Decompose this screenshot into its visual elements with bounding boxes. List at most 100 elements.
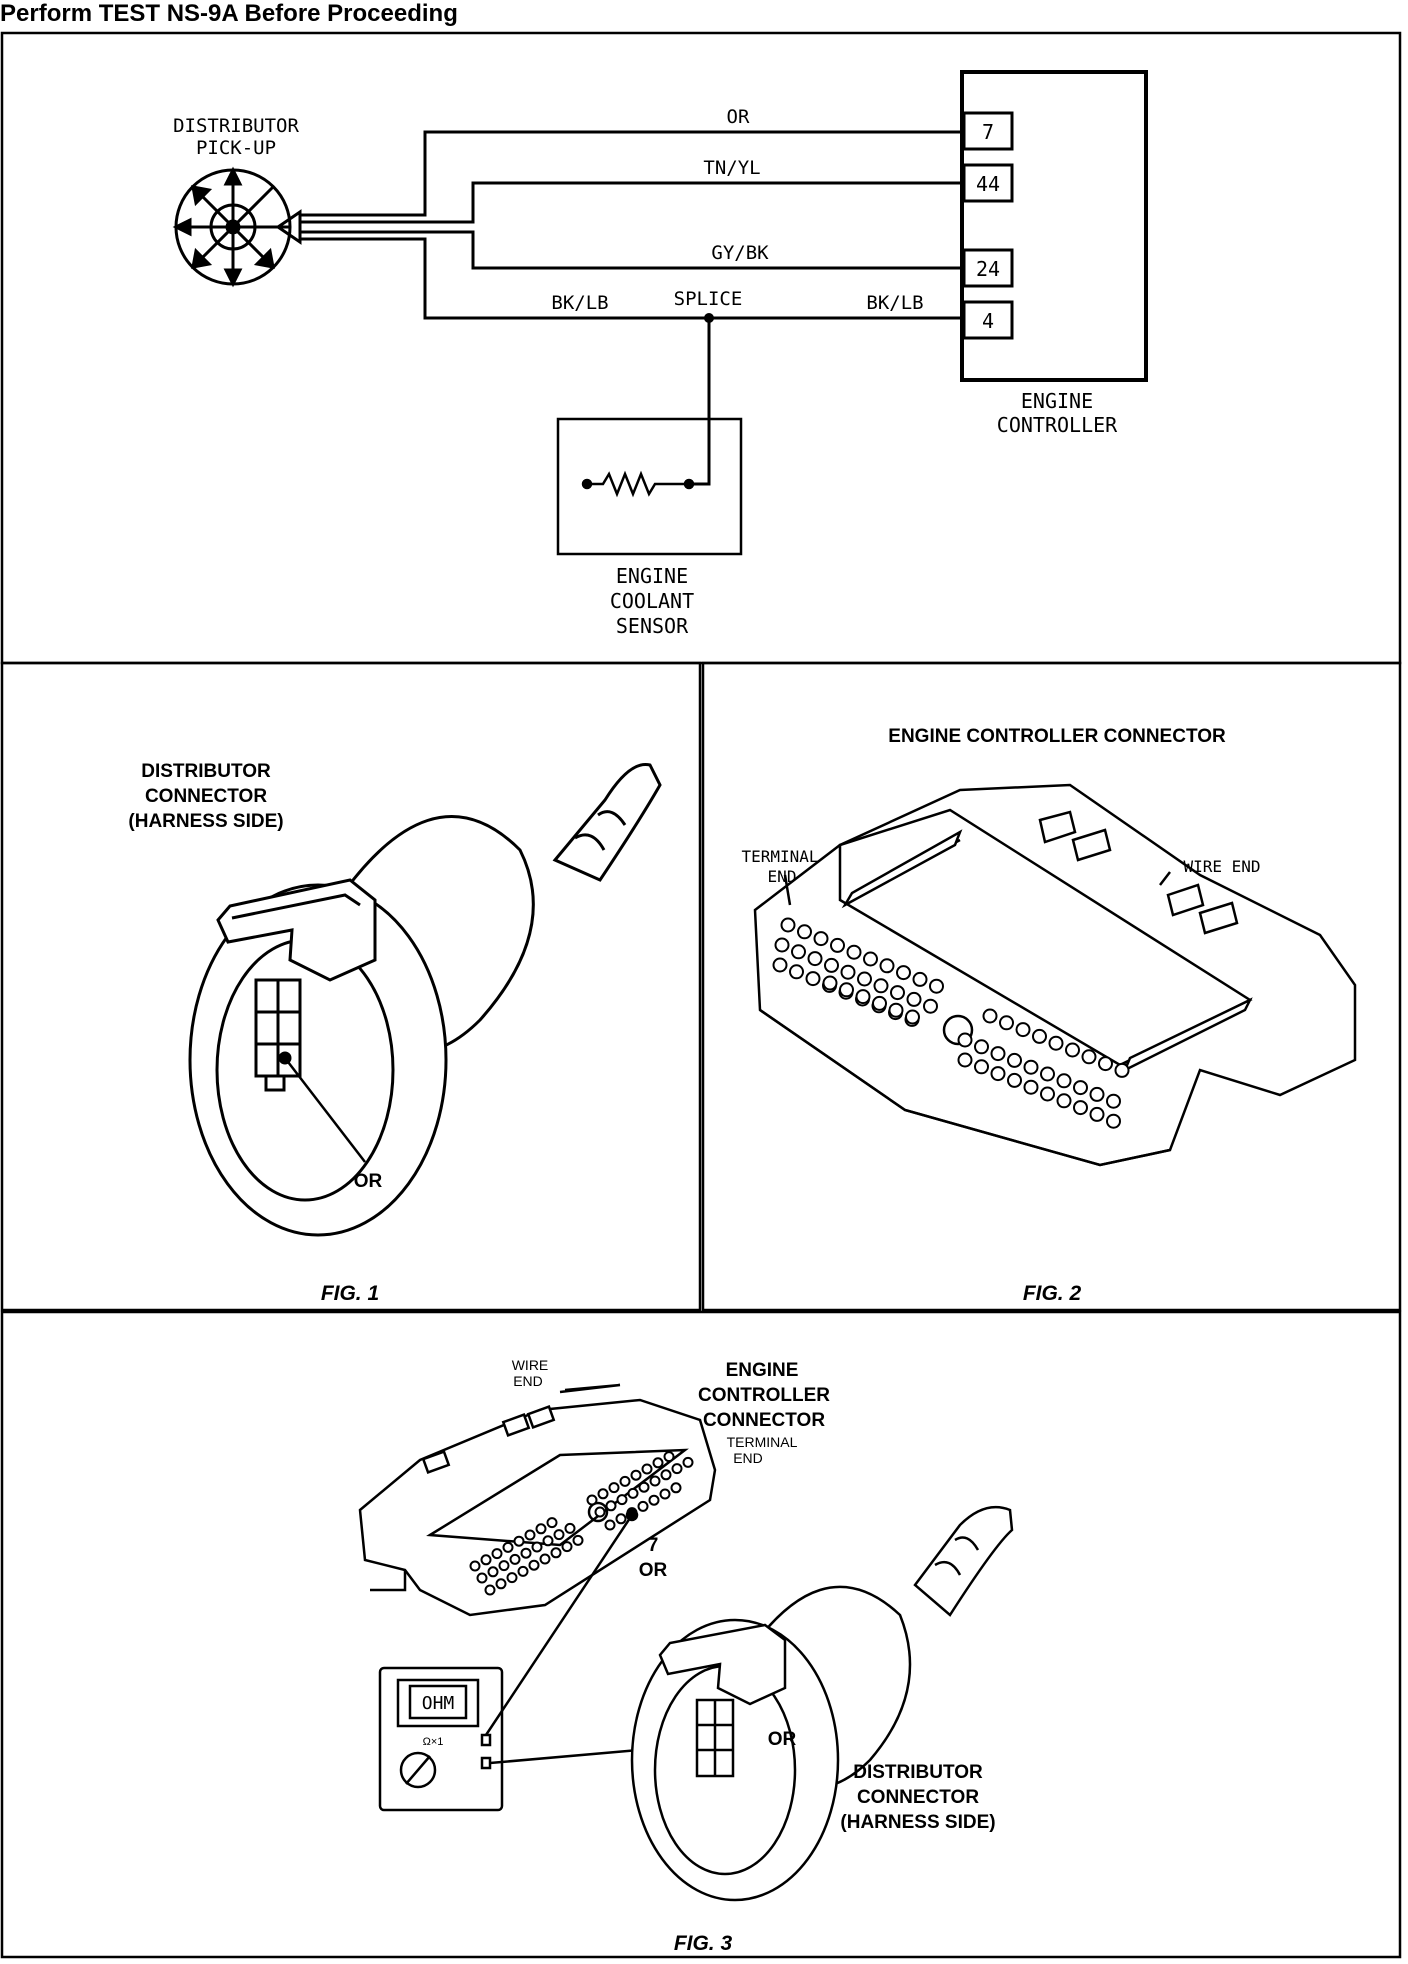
- fig3-pin-hole: [535, 1523, 547, 1535]
- fig3-pin-hole: [491, 1548, 503, 1560]
- fig2-pin-hole: [807, 951, 823, 967]
- fig2-pin-hole: [923, 998, 938, 1014]
- fig2-pin-hole: [1089, 1106, 1105, 1122]
- fig3-pin-hole: [480, 1554, 492, 1566]
- fig3-dist-callout: OR: [768, 1729, 797, 1750]
- fig3-pin-hole: [641, 1463, 653, 1475]
- fig3-pin-hole: [597, 1488, 609, 1500]
- pin-box-24: [962, 248, 1014, 288]
- fig2-pin-hole: [855, 989, 871, 1005]
- controller-label-line1: ENGINE: [1021, 389, 1093, 413]
- wire-label-bk-lb-left: BK/LB: [551, 292, 608, 314]
- fig3-pin-hole: [520, 1547, 532, 1559]
- fig2-pin-field: [772, 917, 1130, 1129]
- fig3-pin-hole: [495, 1578, 507, 1590]
- fig2-pin-hole: [1089, 1086, 1105, 1102]
- fig2-pin-hole: [1007, 1052, 1022, 1068]
- fig2-pin-hole: [929, 978, 944, 994]
- fig3-pin-hole: [652, 1457, 664, 1469]
- fig3-pin-hole: [564, 1522, 576, 1534]
- fig3-pin-hole: [649, 1475, 661, 1487]
- fig2-pin-hole: [805, 971, 821, 987]
- pickup-label-line1: DISTRIBUTOR: [173, 115, 299, 137]
- fig2-pin-hole: [1007, 1072, 1022, 1088]
- fig3-pin-hole: [546, 1517, 558, 1529]
- fig2-pin-hole: [1106, 1113, 1121, 1129]
- fig2-pin-hole: [780, 917, 796, 933]
- fig2-pin-hole: [774, 937, 790, 953]
- fig3-caption: FIG. 3: [674, 1932, 733, 1955]
- wiring-schematic: DISTRIBUTOR PICK-UP OR TN/YL GY/BK BK/LB…: [172, 70, 1148, 638]
- fig3-pin-hole: [542, 1535, 554, 1547]
- fig3-pin-hole: [619, 1475, 631, 1487]
- fig3-pin-hole: [594, 1506, 606, 1518]
- fig2-pin-hole: [1048, 1035, 1064, 1051]
- fig3-pin-hole: [498, 1560, 510, 1572]
- pin-box-44: [962, 163, 1014, 203]
- fig2-pin-hole: [830, 937, 845, 953]
- fig3-controller-connector: [358, 1383, 717, 1617]
- fig2-title: ENGINE CONTROLLER CONNECTOR: [888, 726, 1226, 747]
- fig3-pin-hole: [506, 1572, 518, 1584]
- fig2-pin-hole: [906, 991, 922, 1007]
- pin-label-24: 24: [976, 257, 1000, 281]
- fig2-pin-hole: [1032, 1028, 1047, 1044]
- fig3-pin-hole: [659, 1488, 671, 1500]
- fig2-pin-hole: [789, 964, 804, 980]
- wire-sensor: [689, 318, 711, 486]
- fig2-pin-hole: [857, 971, 872, 987]
- fig3-pin-hole: [627, 1487, 639, 1499]
- fig2-pin-hole: [1081, 1049, 1097, 1065]
- wire-bk-lb: [318, 237, 962, 320]
- page-title: Perform TEST NS-9A Before Proceeding: [0, 0, 458, 27]
- fig3-pin-hole: [502, 1541, 514, 1553]
- fig2-pin-hole: [912, 971, 928, 987]
- fig3-pin-hole: [476, 1572, 488, 1584]
- fig3-pin-hole: [605, 1500, 617, 1512]
- wire-gy-bk: [318, 230, 962, 270]
- fig2-pin-hole: [872, 995, 887, 1011]
- fig1-title-line2: CONNECTOR: [145, 786, 267, 807]
- fig3-pin-hole: [524, 1529, 536, 1541]
- fig3-wire-line2: END: [513, 1373, 543, 1389]
- fig2-pin-hole: [824, 957, 839, 973]
- fig2-pin-hole: [888, 1002, 904, 1018]
- fig2-pin-hole: [1040, 1086, 1055, 1102]
- fig1-title-line1: DISTRIBUTOR: [141, 761, 271, 782]
- fig2-pin-hole: [1040, 1066, 1055, 1082]
- fig3-pin-hole: [539, 1553, 551, 1565]
- pickup-label-line2: PICK-UP: [196, 137, 276, 159]
- fig2-pin-hole: [974, 1059, 989, 1075]
- fig3-pin-hole: [553, 1529, 565, 1541]
- fig3-pin-wire: OR: [639, 1560, 668, 1581]
- pin-label-44: 44: [976, 172, 1000, 196]
- coolant-sensor-box: [556, 417, 743, 556]
- fig2-pin-hole: [1114, 1062, 1130, 1078]
- fig2-pin-hole: [1023, 1059, 1039, 1075]
- fig1-title-line3: (HARNESS SIDE): [128, 811, 283, 832]
- fig2-pin-hole: [1056, 1073, 1072, 1089]
- fig1-distributor-connector: [188, 762, 662, 1237]
- wire-label-gy-bk: GY/BK: [711, 242, 769, 264]
- fig3-pin-hole: [615, 1513, 627, 1525]
- fig3-pin-hole: [604, 1519, 616, 1531]
- fig1-frame: [0, 661, 702, 1312]
- fig2-pin-hole: [974, 1039, 989, 1055]
- fig3-dist-line2: CONNECTOR: [857, 1787, 979, 1808]
- pin-label-4: 4: [982, 309, 994, 333]
- fig3-pin-hole: [517, 1565, 529, 1577]
- fig3-pin-hole: [531, 1541, 543, 1553]
- fig2-pin-hole: [772, 957, 788, 973]
- fig1-callout-or: OR: [354, 1171, 383, 1192]
- pin-box-7: [962, 111, 1014, 151]
- fig3-pin-hole: [528, 1559, 540, 1571]
- panel-frames: [0, 31, 1402, 1959]
- controller-label-line2: CONTROLLER: [997, 413, 1118, 437]
- fig3-pin-hole: [586, 1494, 598, 1506]
- sensor-label-line1: ENGINE: [616, 564, 688, 588]
- fig2-pin-hole: [846, 944, 862, 960]
- fig2-engine-controller-connector: [753, 783, 1357, 1167]
- fig2-pin-hole: [839, 982, 854, 998]
- fig2-pin-hole: [990, 1046, 1006, 1062]
- fig3-pin-hole: [513, 1535, 525, 1547]
